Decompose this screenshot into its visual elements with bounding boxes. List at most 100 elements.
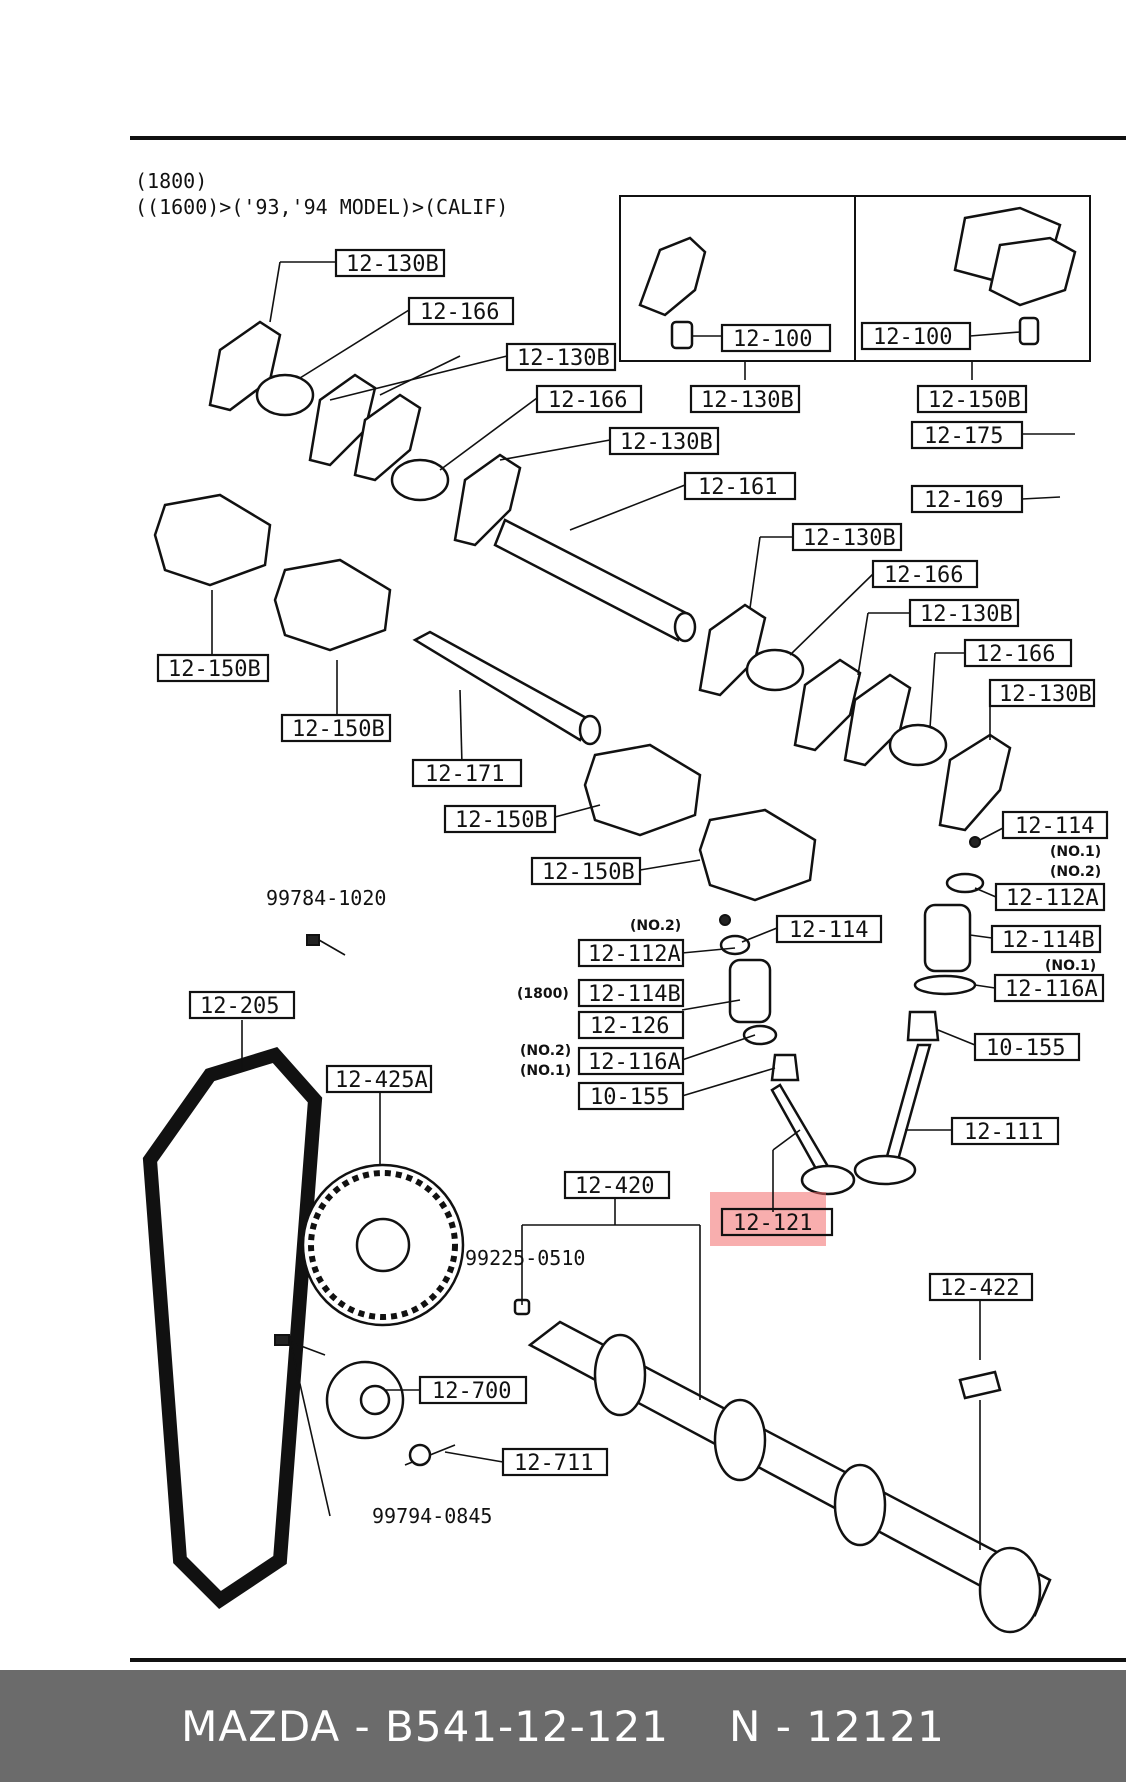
- label-12-205: 12-205: [188, 990, 296, 1020]
- header-line-2: ((1600)>('93,'94 MODEL)>(CALIF): [135, 195, 508, 219]
- footer-code: N - 12121: [728, 1701, 945, 1751]
- svg-text:10-155: 10-155: [986, 1036, 1065, 1061]
- svg-text:12-114B: 12-114B: [588, 982, 681, 1007]
- svg-text:12-150B: 12-150B: [292, 717, 385, 742]
- svg-text:12-130B: 12-130B: [999, 682, 1092, 707]
- note-no2: (NO.2): [630, 918, 681, 934]
- label-12-422: 12-422: [928, 1272, 1034, 1302]
- svg-text:12-166: 12-166: [548, 388, 627, 413]
- svg-text:12-112A: 12-112A: [588, 942, 681, 967]
- label-12-171: 12-171: [411, 758, 523, 788]
- label-12-130B: 12-130B: [334, 248, 446, 278]
- label-99225-0510: 99225-0510: [465, 1246, 585, 1270]
- svg-text:12-150B: 12-150B: [542, 860, 635, 885]
- label-12-116A: 12-116A: [993, 973, 1105, 1003]
- note-no2: (NO.2): [1050, 864, 1101, 880]
- rocker-shaft-upper: [493, 518, 692, 642]
- svg-text:12-114B: 12-114B: [1002, 928, 1095, 953]
- svg-text:12-130B: 12-130B: [517, 346, 610, 371]
- label-12-100: 12-100: [720, 323, 832, 353]
- svg-text:12-100: 12-100: [733, 327, 812, 352]
- svg-text:12-112A: 12-112A: [1006, 886, 1099, 911]
- label-12-130B: 12-130B: [988, 678, 1096, 708]
- label-12-166: 12-166: [407, 296, 515, 326]
- labels-boxed: 12-130B 12-166 12-130B 12-166 12-130B 12…: [156, 248, 1109, 1477]
- label-12-150B: 12-150B: [280, 713, 392, 743]
- footer-part-number: MAZDA - B541-12-121: [181, 1701, 669, 1751]
- label-12-130B: 12-130B: [908, 598, 1020, 628]
- svg-text:12-169: 12-169: [924, 488, 1003, 513]
- svg-text:12-100: 12-100: [873, 325, 952, 350]
- label-99784-1020: 99784-1020: [266, 886, 386, 910]
- label-12-114: 12-114: [1001, 810, 1109, 840]
- inset-box: [619, 195, 1091, 380]
- label-12-175: 12-175: [910, 420, 1024, 450]
- svg-text:12-114: 12-114: [789, 918, 868, 943]
- svg-text:12-425A: 12-425A: [335, 1068, 428, 1093]
- svg-text:12-130B: 12-130B: [803, 526, 896, 551]
- label-12-166: 12-166: [535, 384, 643, 414]
- svg-text:12-171: 12-171: [425, 762, 504, 787]
- label-12-161: 12-161: [683, 471, 797, 501]
- svg-text:12-166: 12-166: [976, 642, 1055, 667]
- valve-train-right: [853, 872, 985, 1186]
- label-12-166: 12-166: [963, 638, 1073, 668]
- svg-text:12-130B: 12-130B: [346, 252, 439, 277]
- rocker-arm-part: [208, 320, 282, 412]
- svg-text:12-175: 12-175: [924, 424, 1003, 449]
- camshaft-group: [513, 1298, 1052, 1634]
- label-10-155: 10-155: [577, 1081, 685, 1111]
- label-12-121: 12-121: [720, 1207, 834, 1237]
- leader-lines: [211, 261, 1075, 1550]
- rocker-arm-pairs: [153, 493, 817, 902]
- svg-text:12-422: 12-422: [940, 1276, 1019, 1301]
- label-12-111: 12-111: [950, 1116, 1060, 1146]
- label-12-169: 12-169: [910, 484, 1024, 514]
- svg-text:12-166: 12-166: [884, 563, 963, 588]
- label-12-130B: 12-130B: [791, 522, 903, 552]
- note-no1: (NO.1): [1050, 844, 1101, 860]
- timing-belt-group: [142, 934, 465, 1610]
- svg-text:12-711: 12-711: [514, 1451, 593, 1476]
- svg-text:12-111: 12-111: [964, 1120, 1043, 1145]
- svg-text:12-121: 12-121: [733, 1211, 812, 1236]
- label-12-700: 12-700: [418, 1375, 528, 1405]
- label-12-420: 12-420: [563, 1170, 671, 1200]
- label-12-150B: 12-150B: [916, 384, 1028, 414]
- svg-text:12-130B: 12-130B: [701, 388, 794, 413]
- svg-text:12-166: 12-166: [420, 300, 499, 325]
- label-12-425A: 12-425A: [325, 1064, 433, 1094]
- svg-text:12-126: 12-126: [590, 1014, 669, 1039]
- label-12-112A: 12-112A: [994, 882, 1106, 912]
- label-12-150B: 12-150B: [443, 804, 557, 834]
- label-12-130B: 12-130B: [689, 384, 801, 414]
- svg-text:12-116A: 12-116A: [1005, 977, 1098, 1002]
- header-line-1: (1800): [135, 169, 207, 193]
- label-99794-0845: 99794-0845: [372, 1504, 492, 1528]
- note-no1: (NO.1): [520, 1063, 571, 1079]
- rocker-shaft-lower: [412, 630, 592, 742]
- small-notes: (NO.1) (NO.2) (NO.1) (NO.2) (1800) (NO.2…: [517, 844, 1101, 1079]
- svg-text:12-205: 12-205: [200, 994, 279, 1019]
- note-1800: (1800): [517, 986, 569, 1002]
- label-12-126: 12-126: [577, 1010, 685, 1040]
- label-12-166: 12-166: [871, 559, 979, 589]
- svg-text:12-150B: 12-150B: [928, 388, 1021, 413]
- label-12-130B: 12-130B: [608, 426, 720, 456]
- valve-12-121: [770, 1083, 832, 1178]
- label-12-114: 12-114: [775, 914, 883, 944]
- svg-text:12-150B: 12-150B: [168, 657, 261, 682]
- rocker-arm-upper-group: [208, 320, 1012, 848]
- label-12-130B: 12-130B: [505, 342, 617, 372]
- note-no2: (NO.2): [520, 1043, 571, 1059]
- svg-text:12-116A: 12-116A: [588, 1050, 681, 1075]
- label-12-100: 12-100: [860, 321, 972, 351]
- label-12-114B: 12-114B: [990, 924, 1102, 954]
- parts-diagram: (1800) ((1600)>('93,'94 MODEL)>(CALIF): [130, 136, 1126, 1662]
- svg-text:12-150B: 12-150B: [455, 808, 548, 833]
- label-12-711: 12-711: [501, 1447, 609, 1477]
- labels-plain: 99784-1020 99225-0510 99794-0845: [266, 886, 585, 1528]
- note-no1: (NO.1): [1045, 958, 1096, 974]
- svg-text:12-114: 12-114: [1015, 814, 1094, 839]
- svg-text:12-420: 12-420: [575, 1174, 654, 1199]
